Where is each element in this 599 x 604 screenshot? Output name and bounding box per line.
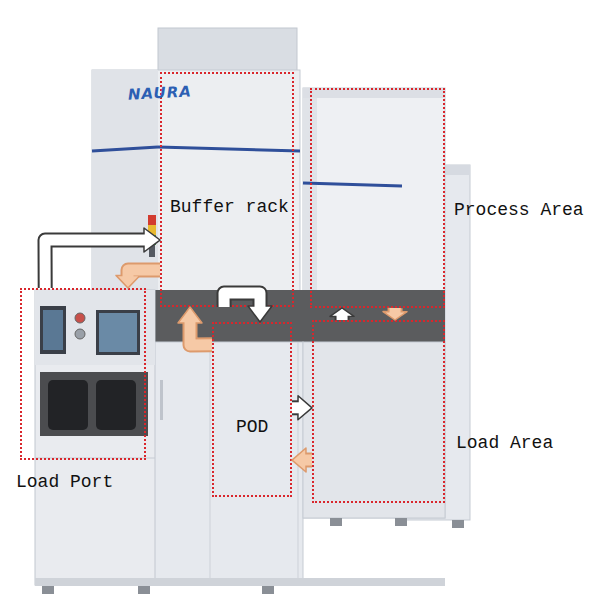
handle	[160, 380, 163, 420]
screen-glass	[99, 313, 137, 352]
arrow-outline	[388, 308, 403, 313]
area-box: Load Area	[312, 320, 445, 503]
arrow-head	[144, 228, 160, 252]
blue-stripe	[303, 183, 402, 186]
signal-light	[148, 215, 156, 225]
arrow-body	[190, 322, 212, 346]
flow-arrow	[383, 308, 407, 320]
control-panel	[35, 290, 155, 365]
arrow-body	[390, 308, 401, 313]
screen-glass	[43, 310, 63, 350]
foup	[96, 380, 136, 430]
panel-seam	[210, 342, 211, 585]
buffer-tower	[92, 70, 300, 300]
buffer-tower-side	[92, 70, 158, 300]
arrow-body	[45, 240, 146, 288]
area-box: Process Area	[310, 88, 445, 308]
arrow-outline	[190, 322, 212, 346]
arrow-head	[292, 448, 306, 472]
load-port-cabinet	[35, 290, 155, 585]
arrow-head	[383, 312, 407, 320]
button	[75, 313, 85, 323]
signal-light	[148, 225, 156, 235]
area-box: Buffer rack	[160, 72, 294, 307]
foot	[262, 586, 274, 594]
blue-stripe	[92, 147, 158, 151]
dark-band	[145, 290, 445, 342]
foot	[138, 586, 150, 594]
lower-body	[145, 342, 303, 585]
arrow-outline	[45, 240, 146, 288]
foup	[48, 380, 88, 430]
load-port-opening	[40, 372, 148, 436]
arrow-outline	[128, 270, 160, 277]
area-label: Load Area	[456, 433, 553, 453]
button	[75, 329, 85, 339]
area-box: POD	[212, 322, 292, 497]
flow-arrow	[45, 228, 160, 288]
area-label: POD	[236, 417, 268, 437]
flow-arrow	[292, 448, 312, 472]
arrow-outline	[292, 400, 300, 415]
arrow-outline	[305, 453, 313, 468]
area-label: Load Port	[16, 472, 113, 492]
arrow-head	[330, 308, 354, 316]
foot	[452, 520, 464, 528]
arrow-outline	[224, 293, 260, 308]
signal-light	[148, 235, 156, 245]
tower-top-unit	[158, 28, 297, 75]
foot	[330, 518, 342, 526]
area-box: Load Port	[20, 288, 146, 460]
arrow-head	[116, 275, 140, 288]
arrow-body	[305, 455, 313, 466]
screen	[96, 310, 140, 355]
blue-stripe	[158, 147, 300, 151]
arrow-body	[292, 402, 300, 413]
area-label: Process Area	[454, 200, 584, 220]
foot	[42, 586, 54, 594]
foot	[395, 518, 407, 526]
panel-seam	[298, 342, 299, 585]
flow-arrow	[178, 307, 212, 345]
arrow-head	[178, 307, 202, 323]
area-label: Buffer rack	[170, 197, 289, 217]
flow-arrow	[116, 270, 160, 288]
flow-arrow	[224, 293, 272, 322]
brand-logo: NAURA	[128, 82, 193, 103]
arrow-head	[248, 306, 272, 322]
signal-light-pole	[149, 245, 155, 257]
arrow-body	[337, 315, 348, 320]
arrow-body	[224, 293, 260, 308]
screen	[40, 306, 66, 354]
arrow-outline	[335, 315, 350, 320]
load-body	[303, 342, 445, 518]
arrow-head	[298, 396, 312, 420]
flow-arrow	[292, 396, 312, 420]
flow-arrow	[330, 308, 354, 320]
arrow-body	[128, 270, 160, 277]
base-plate	[35, 578, 445, 586]
